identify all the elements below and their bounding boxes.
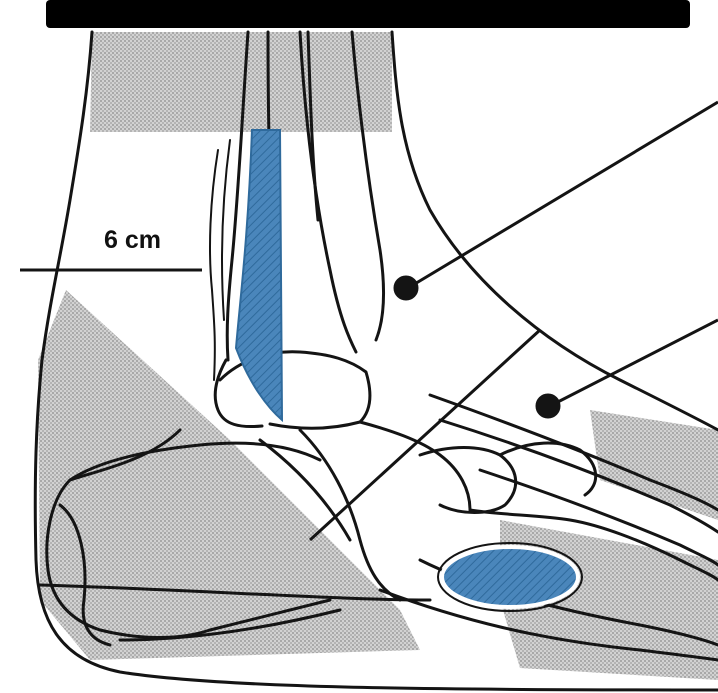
pointer-line-upper bbox=[408, 102, 718, 288]
measurement-label: 6 cm bbox=[104, 228, 161, 253]
pointer-line-lower bbox=[548, 320, 718, 407]
pointer-dot-upper bbox=[395, 277, 417, 299]
incision-oval bbox=[442, 547, 578, 607]
pointer-dot-lower bbox=[537, 395, 559, 417]
incision-highlight bbox=[236, 130, 282, 420]
top-bar bbox=[46, 0, 690, 28]
